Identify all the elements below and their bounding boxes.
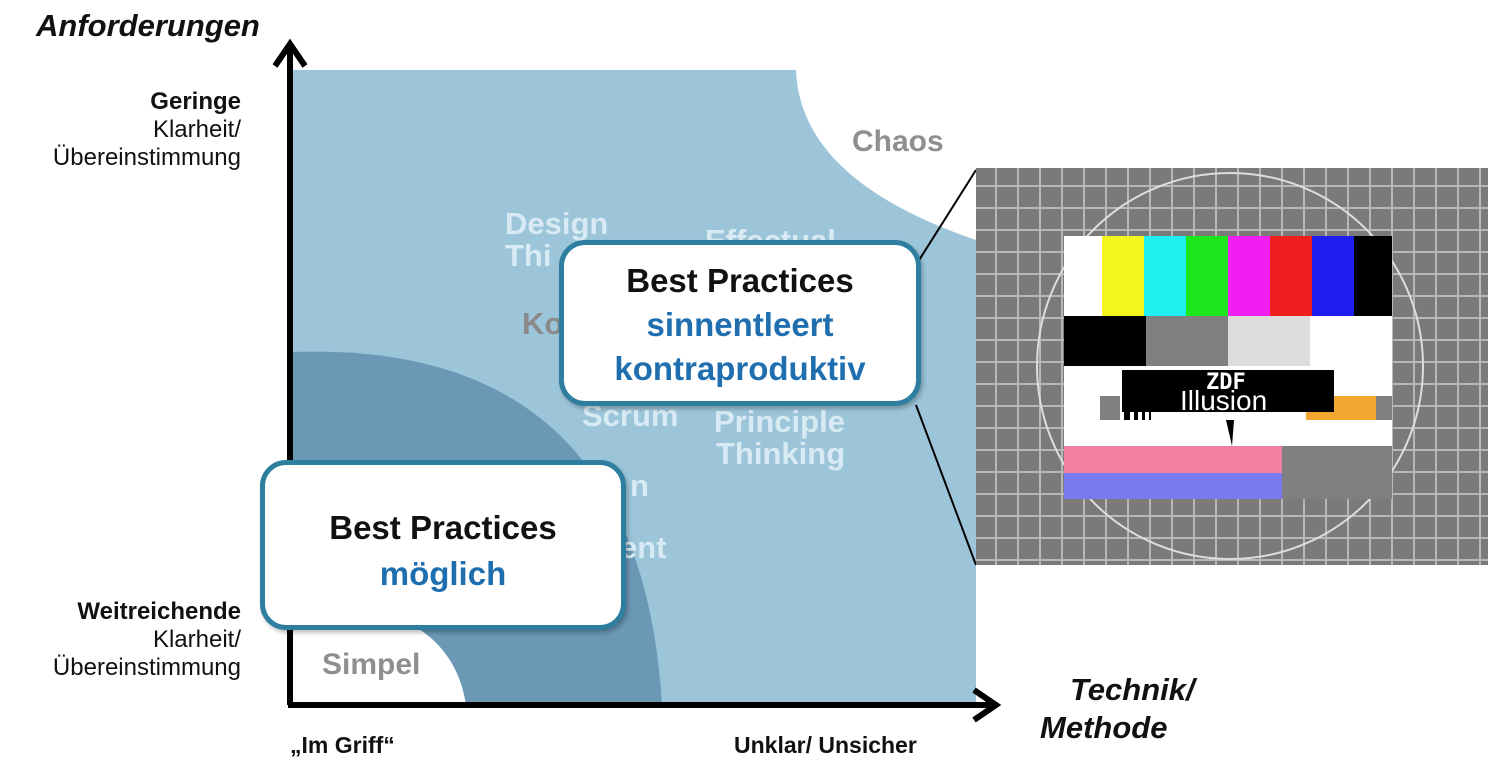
callout-lower-line2: möglich (379, 555, 507, 592)
testcard-image (976, 168, 1488, 565)
testcard-caption: Illusion (1180, 385, 1268, 416)
term-design: Design (505, 206, 609, 241)
zoom-line-bottom (915, 404, 977, 566)
y-label-bottom-line2: Klarheit/ (152, 626, 241, 653)
domain-simple: Simpel (322, 648, 421, 681)
callout-lower-title: Best Practices (329, 509, 557, 546)
term-n-partial: n (630, 468, 649, 503)
y-label-bottom: Weitreichende Klarheit/ Übereinstimmung (53, 598, 241, 682)
testcard-brand: ZDF (1206, 370, 1246, 395)
callout-upper-line3: kontraproduktiv (614, 350, 866, 387)
x-axis-arrowhead (972, 687, 1002, 723)
callout-upper-line2: sinnentleert (646, 306, 834, 343)
zoom-line-top (915, 169, 977, 266)
callout-upper: Best Practices sinnentleert kontraproduk… (559, 240, 921, 406)
term-ent-partial: ent (620, 530, 667, 565)
term-principle: Principle (714, 404, 845, 439)
domain-chaos: Chaos (852, 125, 944, 158)
y-label-bottom-bold: Weitreichende (77, 598, 241, 625)
callout-lower: Best Practices möglich (260, 460, 626, 630)
y-label-top-bold: Geringe (150, 88, 241, 115)
x-axis-title-line1: Technik/ (1070, 672, 1195, 707)
callout-upper-title: Best Practices (626, 262, 854, 299)
x-label-right: Unklar/ Unsicher (734, 732, 917, 758)
x-axis-title-line2: Methode (1040, 710, 1168, 745)
y-axis-arrowhead (272, 38, 308, 68)
x-label-left: „Im Griff“ (290, 732, 395, 758)
y-label-top: Geringe Klarheit/ Übereinstimmung (53, 88, 241, 172)
y-label-top-line2: Klarheit/ (152, 116, 241, 143)
y-axis-title: Anforderungen (36, 8, 260, 43)
term-thinking-partial: Thi (505, 238, 552, 273)
term-thinking: Thinking (716, 436, 846, 471)
term-ko-partial: Ko (522, 306, 564, 341)
y-label-bottom-line3: Übereinstimmung (52, 654, 241, 681)
y-label-top-line3: Übereinstimmung (52, 144, 241, 171)
